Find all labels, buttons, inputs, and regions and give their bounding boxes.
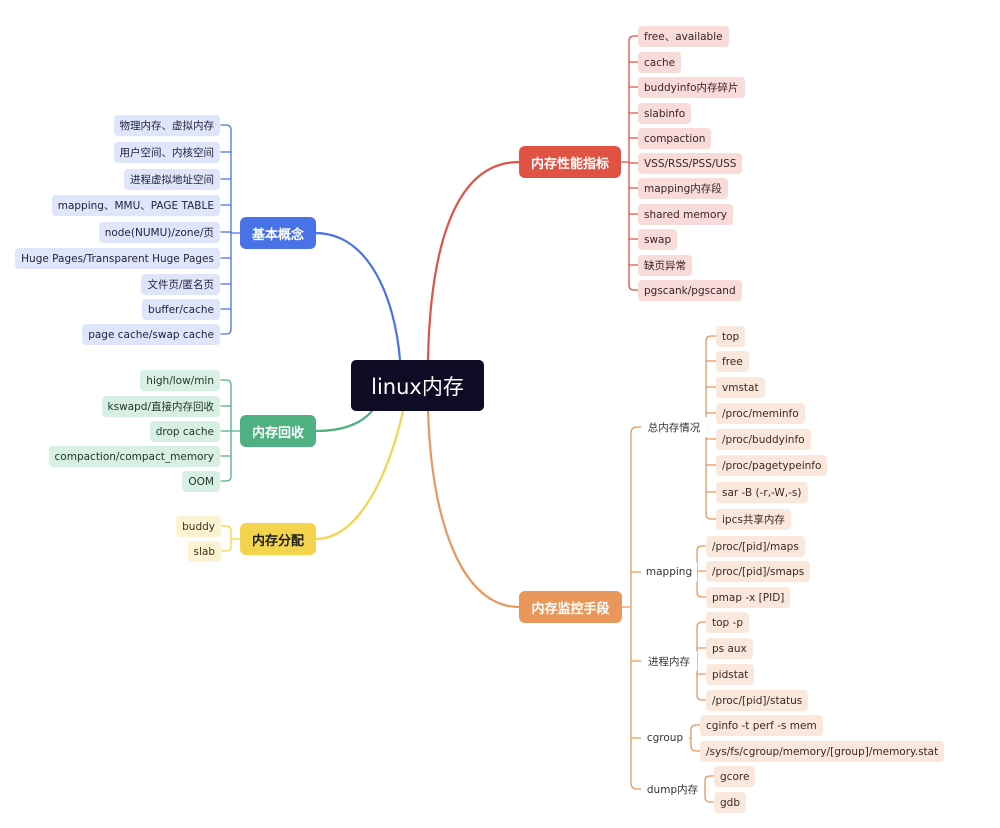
performance-metric-item[interactable]: compaction	[638, 128, 712, 149]
monitor-item[interactable]: gcore	[714, 766, 756, 787]
monitor-item[interactable]: sar -B (-r,-W,-s)	[716, 482, 808, 503]
connector-line	[221, 525, 232, 552]
monitor-group-label[interactable]: mapping	[641, 562, 697, 582]
basic-concept-item[interactable]: 文件页/匿名页	[141, 274, 220, 295]
monitor-item[interactable]: /proc/meminfo	[716, 403, 805, 424]
allocation-item[interactable]: buddy	[176, 516, 221, 537]
monitor-item[interactable]: pidstat	[706, 664, 755, 685]
monitor-item[interactable]: free	[716, 351, 749, 372]
monitor-group-label[interactable]: 进程内存	[641, 651, 697, 671]
monitor-group-label[interactable]: dump内存	[641, 779, 704, 799]
monitor-item[interactable]: gdb	[714, 792, 746, 813]
monitor-item[interactable]: /sys/fs/cgroup/memory/[group]/memory.sta…	[700, 741, 945, 762]
monitor-item[interactable]: vmstat	[716, 377, 765, 398]
connector-line	[696, 621, 707, 701]
basic-concept-item[interactable]: Huge Pages/Transparent Huge Pages	[15, 248, 220, 269]
connector-line	[426, 409, 521, 609]
connector-line	[630, 426, 642, 790]
basic-concept-item[interactable]: buffer/cache	[142, 299, 220, 320]
basic-concept-item[interactable]: 用户空间、内核空间	[113, 142, 220, 163]
connector-line	[313, 231, 402, 362]
root-node[interactable]: linux内存	[351, 360, 484, 411]
monitor-item[interactable]: /proc/[pid]/maps	[706, 536, 805, 557]
connector-line	[314, 409, 405, 541]
basic-concept-item[interactable]: 物理内存、虚拟内存	[113, 115, 220, 136]
reclaim-item[interactable]: OOM	[182, 471, 220, 492]
performance-metric-item[interactable]: mapping内存段	[638, 178, 728, 199]
performance-metric-item[interactable]: swap	[638, 229, 678, 250]
performance-metric-item[interactable]: free、available	[638, 26, 729, 47]
basic-concept-item[interactable]: mapping、MMU、PAGE TABLE	[51, 195, 220, 216]
monitor-item[interactable]: /proc/pagetypeinfo	[716, 455, 828, 476]
reclaim-item[interactable]: compaction/compact_memory	[48, 446, 220, 467]
connector-line	[220, 124, 232, 335]
performance-metric-item[interactable]: VSS/RSS/PSS/USS	[638, 153, 743, 174]
connector-line	[690, 724, 701, 752]
performance-metric-item[interactable]: shared memory	[638, 204, 733, 225]
basic-concept-item[interactable]: node(NUMU)/zone/页	[98, 222, 220, 243]
monitor-group-label[interactable]: 总内存情况	[641, 417, 707, 437]
reclaim-item[interactable]: drop cache	[149, 421, 220, 442]
branch-basic-concepts[interactable]: 基本概念	[240, 217, 316, 249]
monitor-item[interactable]: ps aux	[706, 638, 753, 659]
performance-metric-item[interactable]: slabinfo	[638, 103, 692, 124]
monitor-item[interactable]: top -p	[706, 612, 749, 633]
branch-memory-allocation[interactable]: 内存分配	[240, 523, 316, 555]
monitor-item[interactable]: /proc/buddyinfo	[716, 429, 811, 450]
allocation-item[interactable]: slab	[187, 541, 221, 562]
connector-line	[314, 409, 374, 433]
connector-line	[426, 160, 521, 362]
reclaim-item[interactable]: kswapd/直接内存回收	[101, 396, 220, 417]
monitor-item[interactable]: /proc/[pid]/smaps	[706, 561, 811, 582]
performance-metric-item[interactable]: 缺页异常	[638, 255, 692, 276]
monitor-item[interactable]: cginfo -t perf -s mem	[700, 715, 823, 736]
performance-metric-item[interactable]: cache	[638, 52, 682, 73]
monitor-item[interactable]: pmap -x [PID]	[706, 587, 791, 608]
reclaim-item[interactable]: high/low/min	[140, 370, 220, 391]
monitor-item[interactable]: ipcs共享内存	[716, 509, 791, 530]
branch-monitoring-methods[interactable]: 内存监控手段	[519, 591, 622, 623]
monitor-group-label[interactable]: cgroup	[641, 728, 689, 748]
performance-metric-item[interactable]: pgscank/pgscand	[638, 280, 742, 301]
monitor-item[interactable]: top	[716, 326, 746, 347]
connector-line	[704, 775, 715, 803]
monitor-item[interactable]: /proc/[pid]/status	[706, 690, 809, 711]
branch-memory-reclaim[interactable]: 内存回收	[240, 415, 316, 447]
performance-metric-item[interactable]: buddyinfo内存碎片	[638, 77, 745, 98]
branch-performance-metrics[interactable]: 内存性能指标	[519, 146, 621, 178]
basic-concept-item[interactable]: page cache/swap cache	[82, 324, 220, 345]
basic-concept-item[interactable]: 进程虚拟地址空间	[124, 169, 220, 190]
